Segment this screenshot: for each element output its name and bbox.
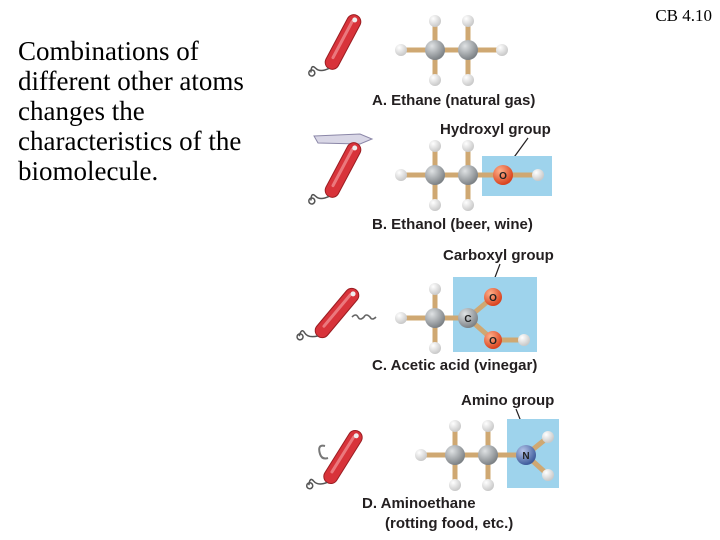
label-amino-group: Amino group <box>461 392 554 409</box>
label-aminoethane: D. Aminoethane <box>362 495 476 512</box>
aminoethane-molecule: N <box>415 420 554 491</box>
slide-body-text: Combinations of different other atoms ch… <box>18 36 298 186</box>
knife-icon <box>295 278 363 353</box>
body-line: different other atoms <box>18 66 244 96</box>
knife-icon <box>306 7 365 86</box>
body-line: characteristics of the <box>18 126 242 156</box>
knife-icon <box>304 422 366 500</box>
label-aminoethane-note: (rotting food, etc.) <box>385 515 513 532</box>
hook-icon <box>318 444 329 460</box>
label-acetic-acid: C. Acetic acid (vinegar) <box>372 357 537 374</box>
body-line: changes the <box>18 96 145 126</box>
atom-oxygen: O <box>499 171 507 182</box>
label-ethanol: B. Ethanol (beer, wine) <box>372 216 533 233</box>
label-hydroxyl-group: Hydroxyl group <box>440 121 551 138</box>
slide-reference: CB 4.10 <box>655 6 712 25</box>
label-carboxyl-group: Carboxyl group <box>443 247 554 264</box>
atom-nitrogen: N <box>522 451 529 462</box>
atom-oxygen: O <box>489 293 497 304</box>
atom-oxygen: O <box>489 336 497 347</box>
body-line: biomolecule. <box>18 156 159 186</box>
corkscrew-icon <box>351 314 377 320</box>
ethanol-molecule: O <box>395 140 544 211</box>
knife-blade-icon <box>313 133 374 145</box>
knife-icon <box>306 135 365 214</box>
ethane-molecule <box>395 15 508 86</box>
acetic-acid-molecule: C O O <box>395 283 530 354</box>
label-ethane: A. Ethane (natural gas) <box>372 92 535 109</box>
body-line: Combinations of <box>18 36 199 66</box>
atom-carbon: C <box>464 314 471 325</box>
